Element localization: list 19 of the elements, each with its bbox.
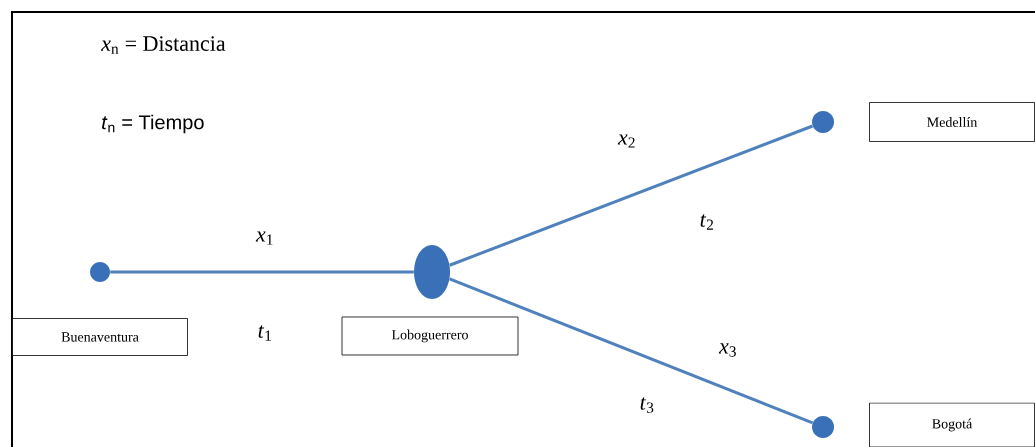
place-box: Buenaventura <box>12 318 188 356</box>
place-box: Medellín <box>869 102 1035 142</box>
edge-label: x$_{1}$ <box>255 230 275 246</box>
place-box: Bogotá <box>869 402 1035 447</box>
time-label: t$_{3}$ <box>640 397 654 413</box>
route-line <box>110 270 414 274</box>
point-dot <box>414 245 450 299</box>
edge-label: x$_{3}$ <box>718 342 738 358</box>
legend-text: t$_{n}$ = Tiempo <box>102 114 204 134</box>
legend-text: x$_{n}$ = Distancia <box>100 36 226 54</box>
route-line <box>449 124 814 267</box>
time-label: t$_{2}$ <box>700 214 714 230</box>
point-dot <box>90 262 110 282</box>
place-box: Loboguerrero <box>341 316 519 356</box>
route-line <box>449 277 814 425</box>
point-dot <box>812 111 834 133</box>
point-dot <box>812 416 834 438</box>
time-label: t$_{1}$ <box>258 325 271 341</box>
edge-label: x$_{2}$ <box>617 133 637 149</box>
